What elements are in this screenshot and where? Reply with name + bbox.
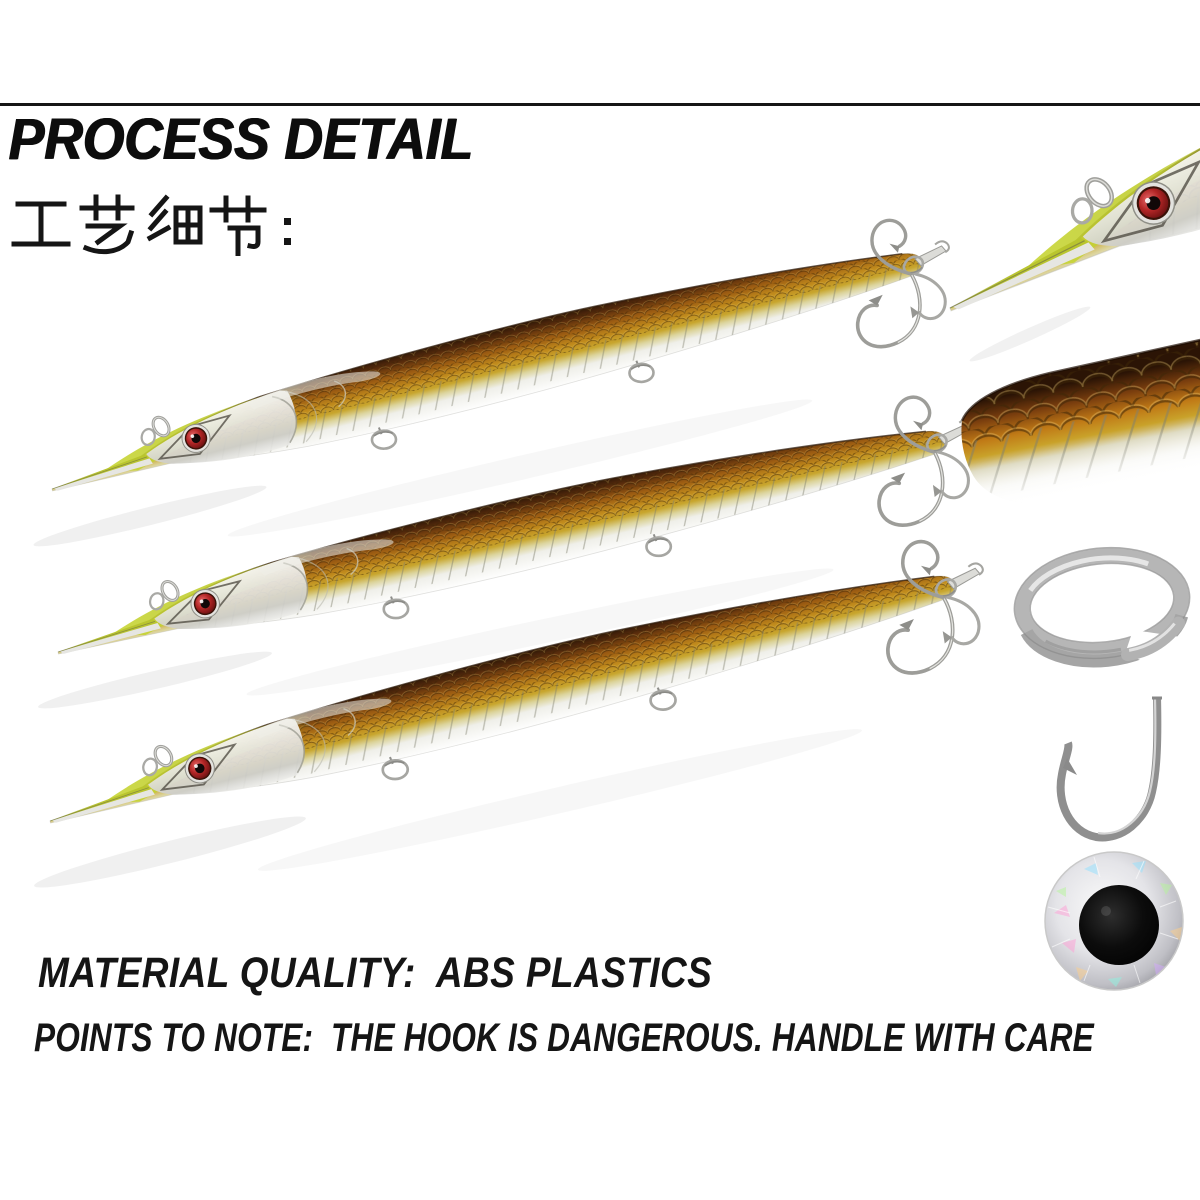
scale-detail-closeup — [951, 336, 1200, 520]
page-title: PROCESS DETAIL — [8, 107, 473, 172]
lure-4-partial — [918, 0, 1200, 398]
hook-closeup — [1056, 696, 1162, 842]
lure-3 — [36, 528, 1004, 886]
split-ring-closeup — [1013, 546, 1200, 675]
safety-note: POINTS TO NOTE: THE HOOK IS DANGEROUS. H… — [34, 1016, 1094, 1060]
cn-char-yi — [79, 194, 135, 255]
chinese-subtitle — [11, 194, 291, 256]
top-divider — [0, 103, 1200, 106]
soft-shadows — [33, 306, 1091, 888]
holographic-eye-closeup — [1044, 851, 1184, 991]
eye-pupil — [1079, 885, 1159, 965]
hook-barb — [1063, 758, 1077, 775]
material-quality-note: MATERIAL QUALITY: ABS PLASTICS — [38, 949, 713, 997]
cn-fullwidth-colon — [284, 218, 291, 245]
cn-char-jie — [209, 195, 267, 256]
cn-char-xi — [146, 194, 203, 245]
cn-char-gong — [11, 201, 71, 247]
